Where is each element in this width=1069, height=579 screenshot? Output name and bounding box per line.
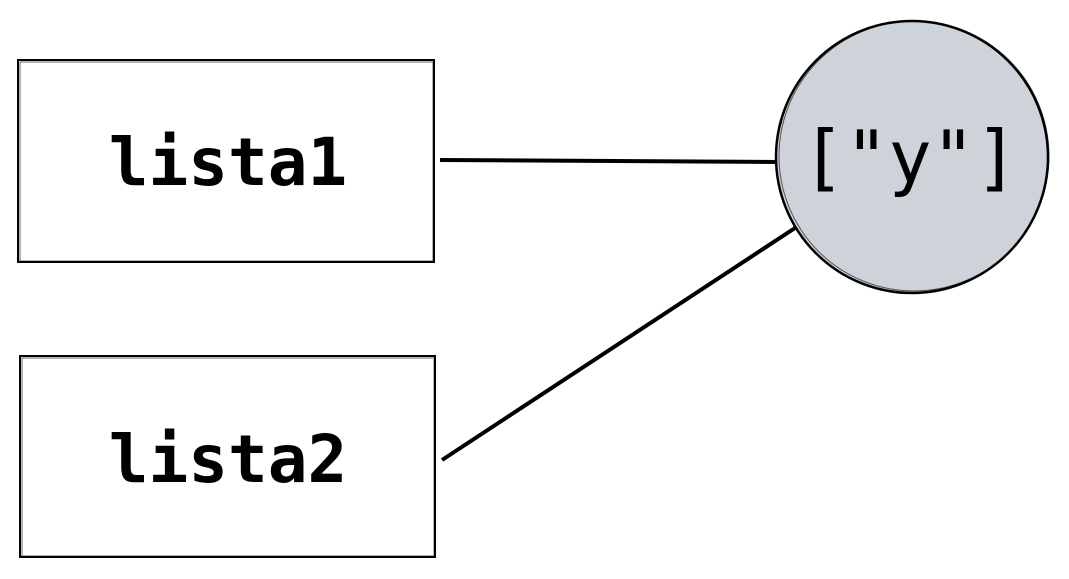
node-lista2-label: lista2 xyxy=(109,421,347,498)
node-lista1-label: lista1 xyxy=(109,124,347,201)
edge-lista1-to-y xyxy=(439,158,779,164)
node-lista2[interactable]: lista2 xyxy=(19,355,436,558)
edge-lista2-to-y xyxy=(440,226,797,462)
node-y-list[interactable]: ["y"] xyxy=(774,19,1050,295)
node-y-list-label: ["y"] xyxy=(802,115,1019,199)
node-lista1[interactable]: lista1 xyxy=(17,59,435,263)
